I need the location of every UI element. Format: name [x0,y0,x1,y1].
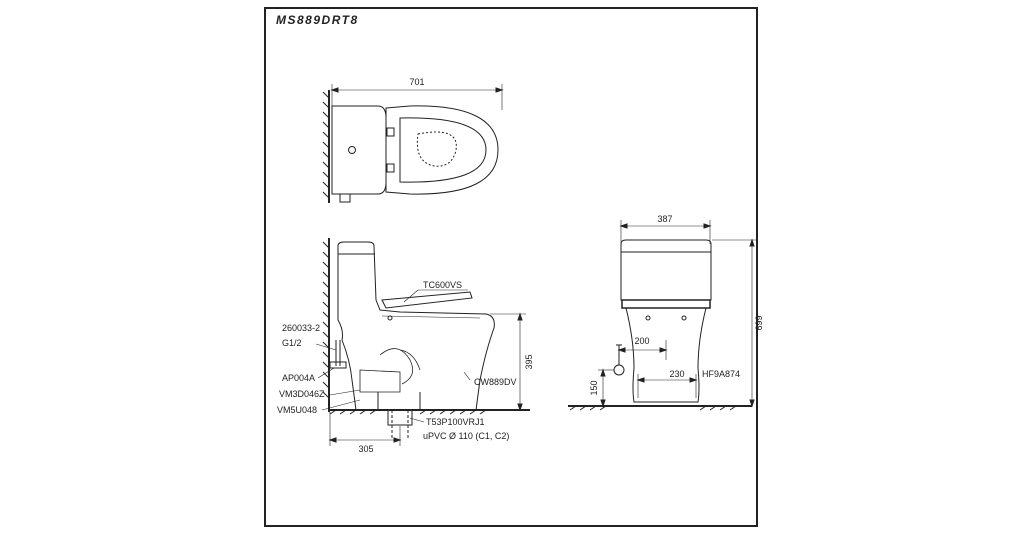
part-hose: HF9A874 [702,369,740,379]
dim-foot-spacing: 230 [669,369,684,379]
dim-seat-height: 395 [524,354,534,369]
dim-supply-height: 150 [589,380,599,395]
part-gasket: VM5U048 [277,405,317,415]
side-view [315,238,530,446]
dim-total-height: 699 [754,315,764,330]
part-bolts: VM3D046Z [279,389,325,399]
part-supply-valve: 260033-2 [282,323,320,333]
dim-supply-offset: 200 [634,336,649,346]
front-view [568,220,758,411]
dim-top-width: 701 [409,77,424,87]
top-view [322,84,504,203]
part-seat: TC600VS [423,280,462,290]
model-number: MS889DRT8 [276,13,359,27]
part-body: CW889DV [474,377,517,387]
dim-outlet-offset: 305 [358,444,373,454]
part-pipe: uPVC Ø 110 (C1, C2) [423,431,509,441]
drawing-frame [264,7,758,527]
part-thread: G1/2 [282,338,302,348]
part-flange: AP004A [282,373,315,383]
dim-front-width: 387 [657,214,672,224]
part-adapter: T53P100VRJ1 [426,417,485,427]
